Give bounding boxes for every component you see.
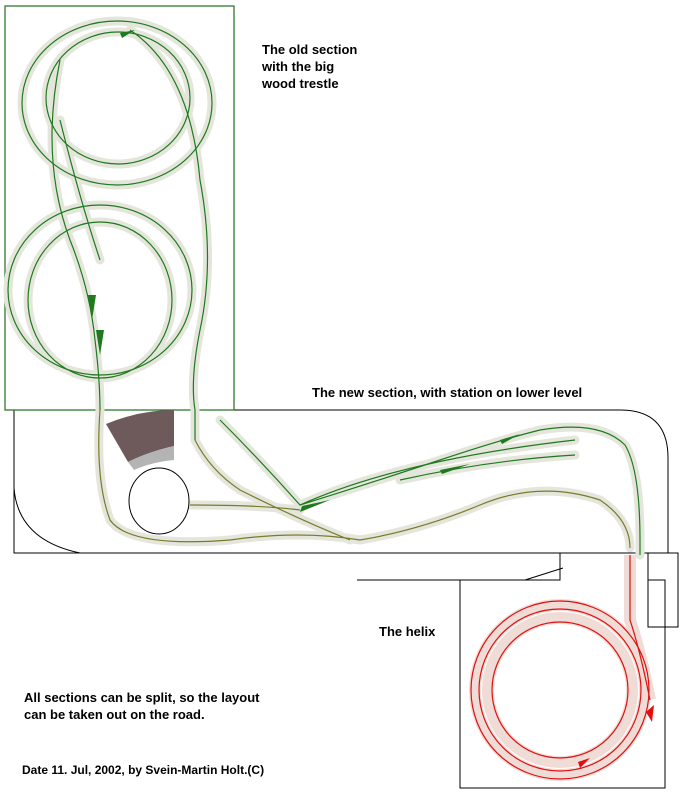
turnout-markers (88, 30, 520, 512)
turntable-pit (128, 467, 190, 535)
split-note-line-2: can be taken out on the road. (24, 707, 205, 722)
helix-markers (578, 705, 654, 768)
new-section-label: The new section, with station on lower l… (312, 385, 583, 400)
lower-shelf-outline (357, 553, 561, 581)
split-note: All sections can be split, so the layout… (24, 689, 260, 723)
new-section-outline (13, 409, 669, 554)
ramp-line (524, 567, 564, 581)
old-section-label-line-1: The old section (262, 42, 358, 57)
station-platform (128, 446, 174, 470)
date-credit: Date 11. Jul, 2002, by Svein-Martin Holt… (22, 763, 265, 777)
left-curve-outline (13, 487, 81, 554)
helix-track (470, 555, 651, 780)
lower-track (98, 409, 631, 549)
baseboard-outlines (13, 409, 679, 789)
old-section-label-line-2: with the big (262, 59, 335, 74)
upper-track (7, 20, 641, 555)
old-section-label: The old section with the big wood trestl… (262, 41, 357, 92)
helix-board-outline (459, 579, 666, 789)
helix-label: The helix (379, 624, 436, 639)
split-note-line-1: All sections can be split, so the layout (24, 690, 260, 705)
roadbed (3, 16, 645, 560)
old-section-label-line-3: wood trestle (262, 76, 339, 91)
station-building (106, 410, 174, 462)
old-section-outline (4, 5, 235, 411)
connector-box (647, 552, 679, 628)
